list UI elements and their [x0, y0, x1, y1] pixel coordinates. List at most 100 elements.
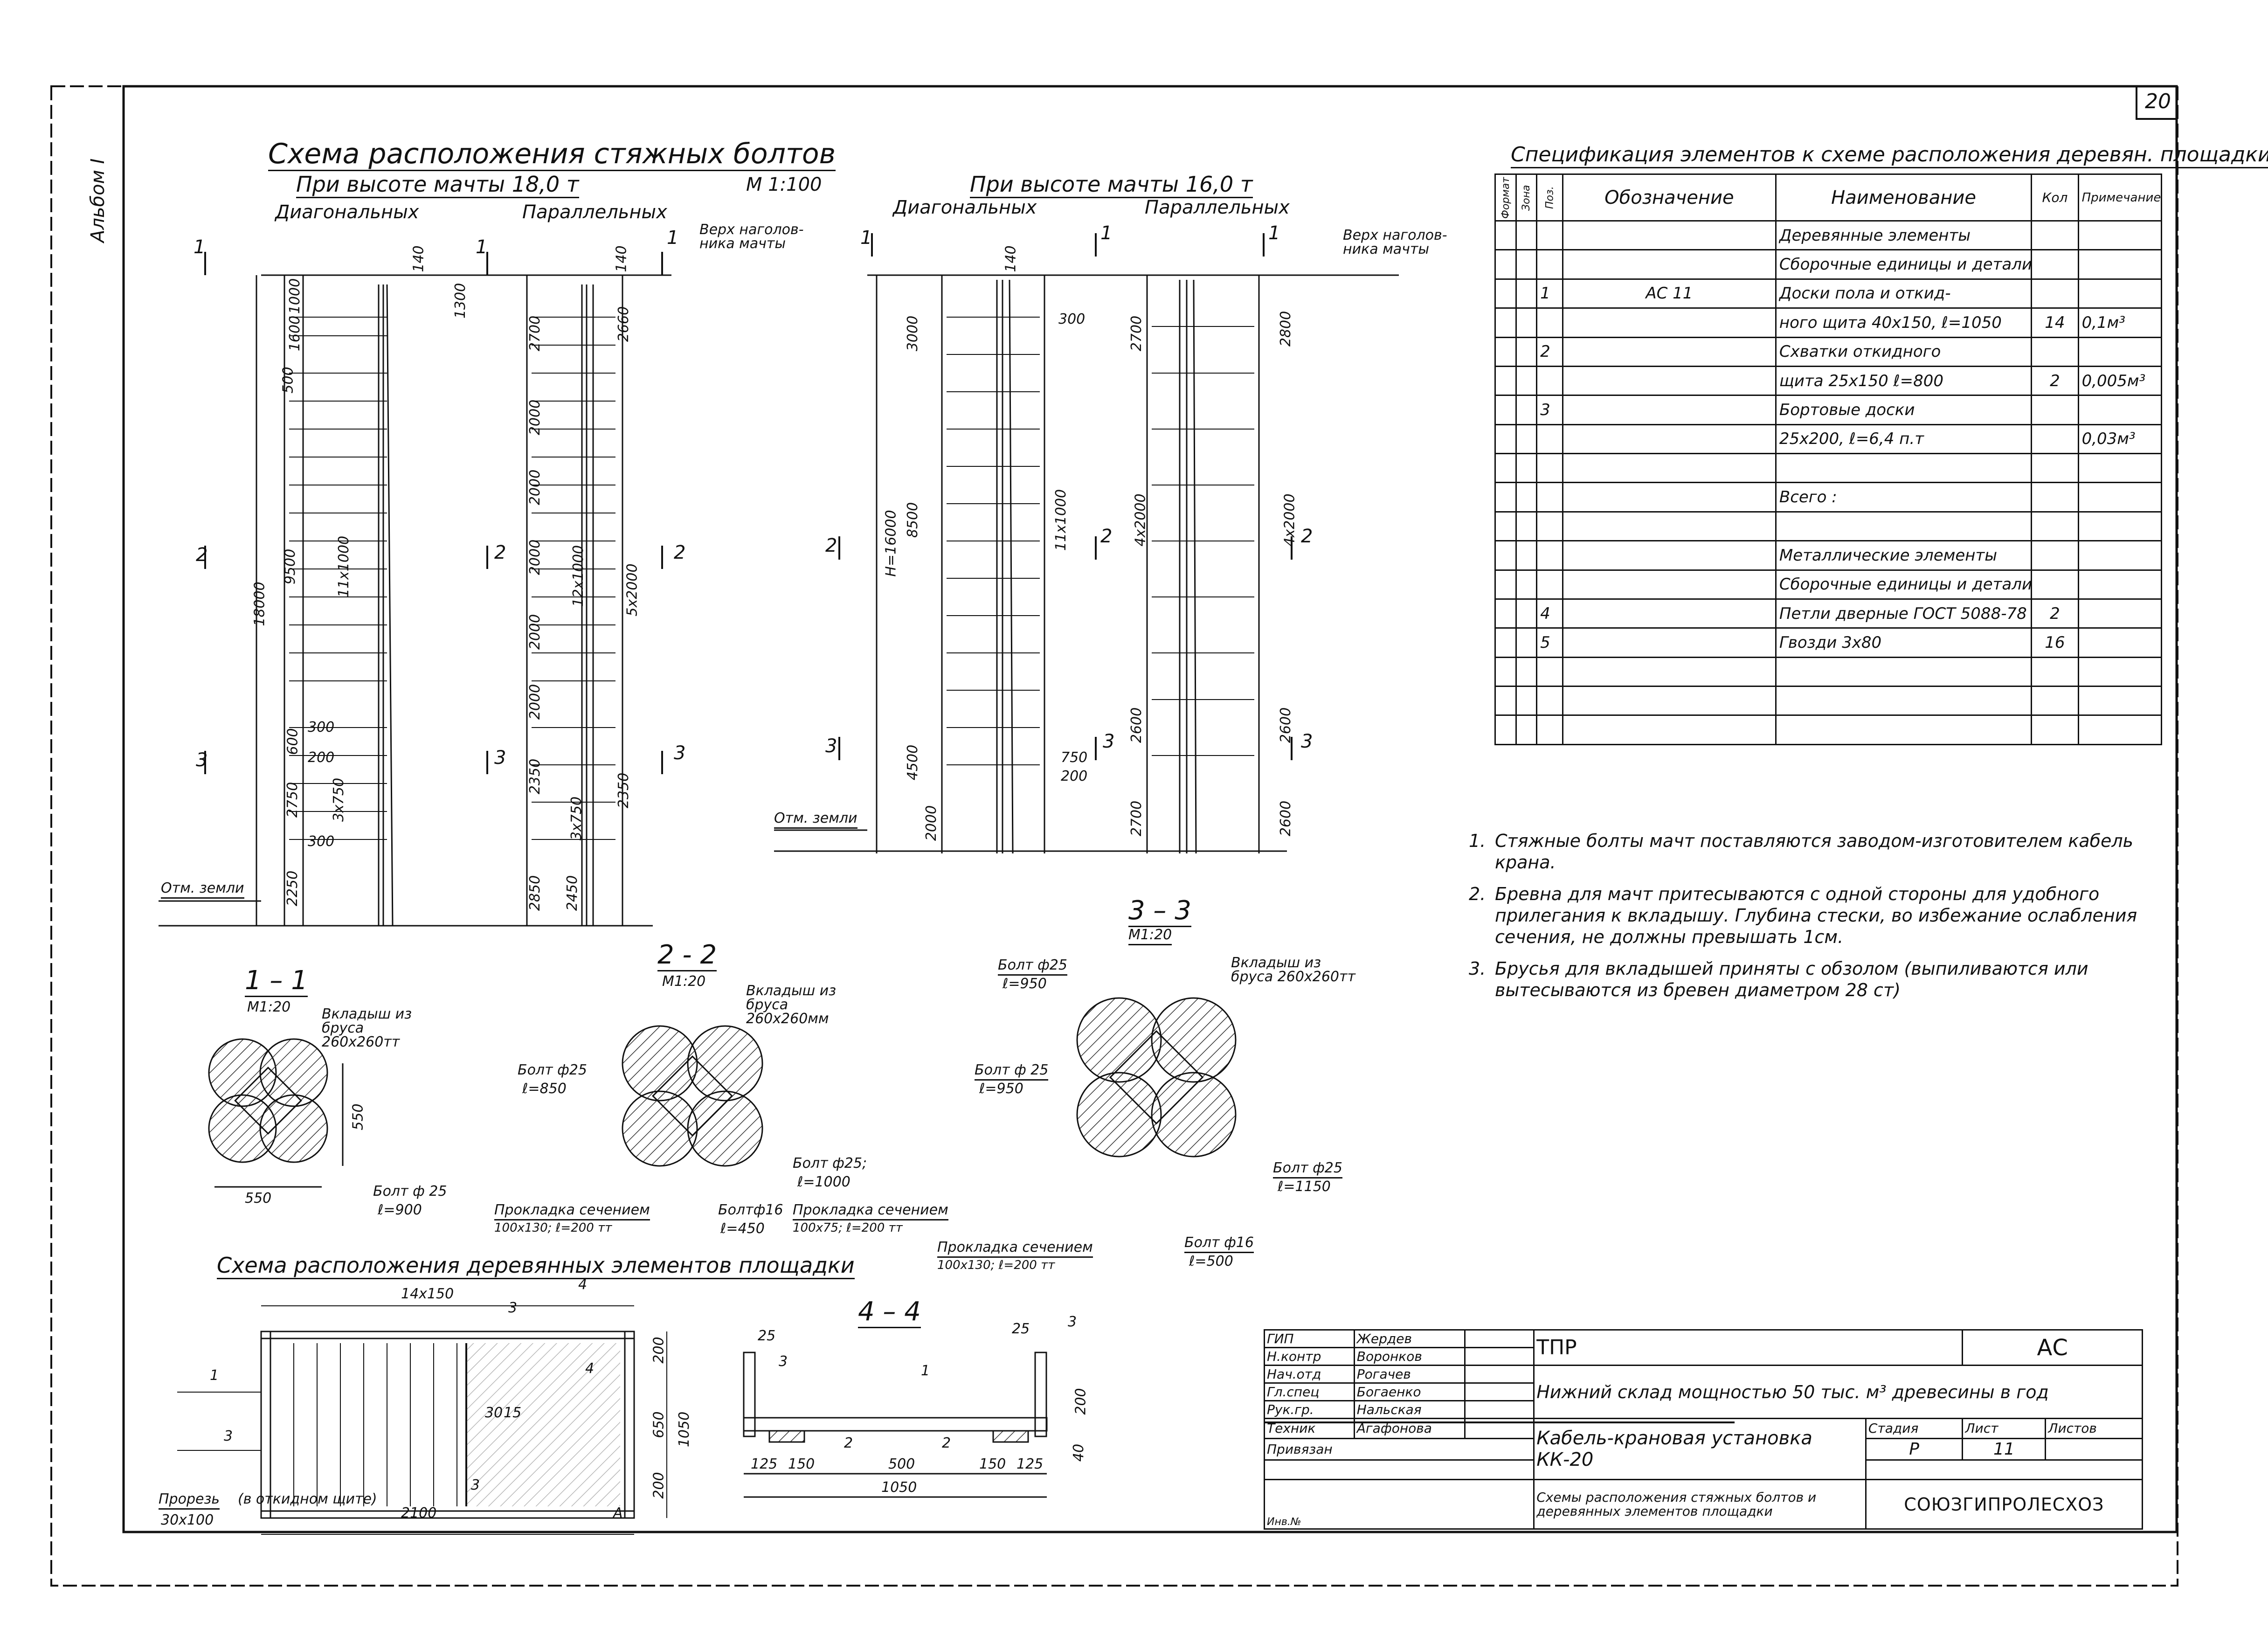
- spec-cell: [1562, 395, 1777, 425]
- spec-cell: [1562, 336, 1777, 367]
- spec-cell: [1515, 220, 1538, 251]
- spec-cell: [1494, 278, 1517, 309]
- platform-title: Схема расположения деревянных элементов …: [217, 1255, 855, 1279]
- spec-cell: [1536, 482, 1563, 513]
- mark-1-a: 1: [194, 236, 206, 258]
- spec-cell: [1515, 395, 1538, 425]
- platform-hinged: (в откидном щите): [238, 1491, 377, 1507]
- tb-name-5: Агафонова: [1353, 1418, 1466, 1439]
- spec-cell: Гвозди 3x80: [1775, 627, 2033, 658]
- platform-n30: 30: [485, 1405, 503, 1421]
- platform-plan-graphic: [260, 1331, 635, 1519]
- tb-sheet-title: Схемы расположения стяжных болтов и дере…: [1533, 1479, 1867, 1530]
- dim-200: 200: [308, 749, 335, 766]
- spec-cell: ного щита 40x150, ℓ=1050: [1775, 307, 2033, 338]
- dimp-2450: 2450: [564, 875, 581, 911]
- spec-cell: 2: [1536, 336, 1563, 367]
- spec-cell: [2077, 336, 2163, 367]
- dim-2750: 2750: [284, 782, 301, 818]
- spec-cell: [1494, 423, 1517, 455]
- spec-cell: [1562, 220, 1777, 251]
- dimp-2000b: 2000: [527, 469, 544, 506]
- mast18-diagonal: [256, 274, 671, 926]
- spec-cell: 2: [2031, 365, 2079, 396]
- mark-2-f: 2: [1301, 526, 1313, 547]
- dimp-2850: 2850: [527, 875, 544, 911]
- mark-1-d: 1: [860, 227, 872, 249]
- dim-1300: 1300: [452, 283, 469, 319]
- spec-cell: [2077, 511, 2163, 542]
- spec-cell: [1775, 656, 2033, 687]
- sec44-d2b: 2: [942, 1435, 951, 1451]
- sec44-d1050: 1050: [881, 1479, 917, 1496]
- sec33-pad-size: 100x130; ℓ=200 тт: [937, 1258, 1055, 1272]
- spec-h-format: Формат: [1495, 174, 1516, 221]
- spec-h-qty: Кол: [2031, 173, 2079, 222]
- tb-role-1: Н.контр: [1264, 1347, 1355, 1366]
- spec-cell: [1494, 540, 1517, 571]
- tb-role-0: ГИП: [1264, 1329, 1355, 1349]
- spec-cell: [1536, 656, 1563, 687]
- spec-h-name: Наименование: [1775, 173, 2033, 222]
- tb-code: ТПР: [1533, 1329, 1964, 1366]
- dim16-200: 200: [1061, 768, 1088, 784]
- spec-cell: [1536, 307, 1563, 338]
- spec-cell: 14: [2031, 307, 2079, 338]
- sec44-d150a: 150: [788, 1456, 815, 1472]
- sec33-bolt2-len: ℓ=950: [979, 1081, 1023, 1097]
- sec22-pad2: Прокладка сечением: [793, 1203, 948, 1220]
- dim16-3000: 3000: [905, 315, 921, 352]
- mast16-top-note: Верх наголов- ника мачты: [1343, 227, 1447, 257]
- sec11-scale: М1:20: [247, 999, 291, 1015]
- dim16p-2600b: 2600: [1278, 707, 1294, 743]
- sec22-bolt3: Болтф16: [718, 1202, 783, 1218]
- note-2: 2.Бревна для мачт притесываются с одной …: [1469, 884, 2137, 947]
- spec-cell: [1775, 714, 2033, 745]
- spec-cell: [1536, 569, 1563, 600]
- spec-cell: [2031, 656, 2079, 687]
- sec22-bolt2: Болт ф25;: [793, 1155, 867, 1172]
- dim-3x750: 3x750: [331, 777, 347, 822]
- dim16-2000: 2000: [923, 805, 940, 841]
- dim-140: 140: [410, 245, 427, 272]
- sec44-d25b: 25: [1012, 1321, 1030, 1337]
- mast18-parallel: [159, 275, 653, 927]
- spec-h-note: Примечание: [2077, 173, 2163, 222]
- mast18-ground: Отм. земли: [161, 881, 244, 899]
- dimp-2000e: 2000: [527, 684, 544, 720]
- tb-name-0: Жердев: [1353, 1329, 1466, 1349]
- spec-cell: [2031, 220, 2079, 251]
- dim-300a: 300: [308, 719, 335, 735]
- sec33-scale: М1:20: [1128, 928, 1172, 945]
- mark-3-f: 3: [1301, 731, 1313, 752]
- spec-cell: [1562, 656, 1777, 687]
- spec-cell: [1515, 482, 1538, 513]
- spec-cell: 3: [1536, 395, 1563, 425]
- spec-cell: Сборочные единицы и детали: [1775, 569, 2033, 600]
- spec-cell: [1775, 685, 2033, 716]
- sec33-bolt3: Болт ф25: [1273, 1161, 1342, 1179]
- dim16p-2600: 2600: [1128, 707, 1145, 743]
- dim-11x1000: 11x1000: [336, 535, 353, 598]
- mast16-parallel: [1146, 275, 1260, 854]
- tb-object: Кабель-крановая установка КК-20: [1533, 1418, 1867, 1481]
- spec-cell: 0,03м³: [2077, 423, 2163, 455]
- mast18-label: При высоте мачты 18,0 т: [296, 173, 579, 198]
- spec-cell: 1: [1536, 278, 1563, 309]
- sec11-bolt: Болт ф 25: [373, 1183, 447, 1199]
- spec-cell: [2031, 249, 2079, 280]
- tb-sign-5: [1464, 1418, 1535, 1439]
- spec-cell: 25x200, ℓ=6,4 п.т: [1775, 423, 2033, 455]
- platform-hinged-panel: [466, 1343, 620, 1506]
- spec-cell: [1494, 249, 1517, 280]
- dim16-11x1000: 11x1000: [1053, 489, 1070, 551]
- mast18-diagonal-label: Диагональных: [275, 201, 419, 223]
- spec-cell: [1536, 511, 1563, 542]
- spec-cell: [1494, 365, 1517, 396]
- tb-sign-4: [1464, 1400, 1535, 1420]
- spec-cell: Металлические элементы: [1775, 540, 2033, 571]
